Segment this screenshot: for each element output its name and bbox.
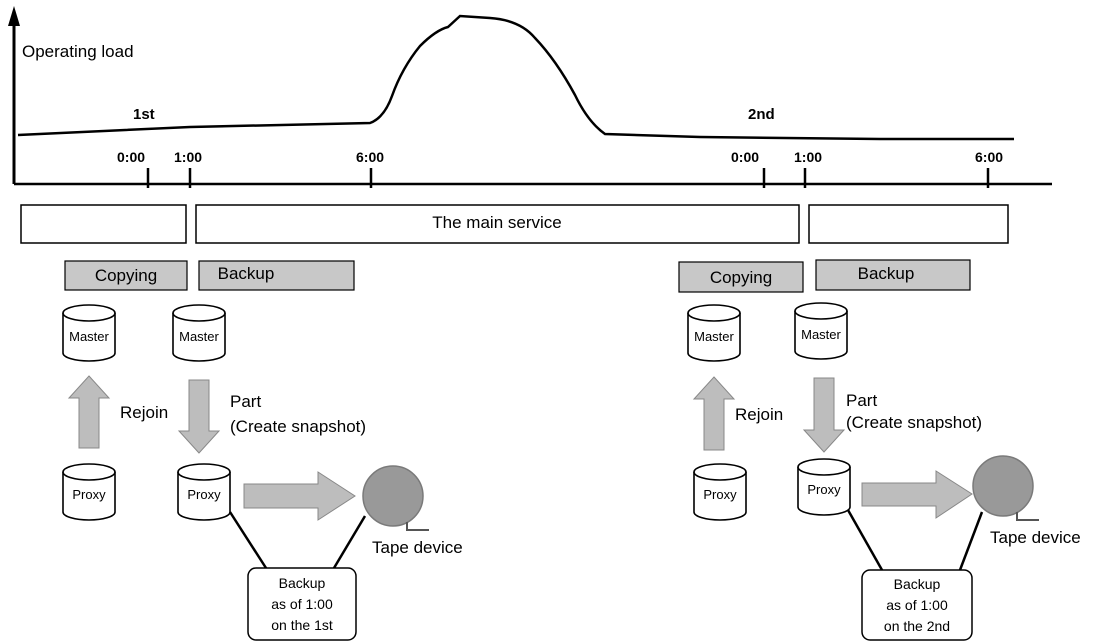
backup-note-1st bbox=[247, 567, 357, 641]
load-chart: Operating load 1st 2nd 0:00 1:00 6:00 0:… bbox=[8, 6, 1052, 188]
backup-box-1st bbox=[198, 260, 355, 291]
rejoin-arrow-icon bbox=[692, 376, 736, 451]
tick-label: 1:00 bbox=[174, 149, 202, 165]
tick-label: 0:00 bbox=[117, 149, 145, 165]
to-tape-arrow-icon bbox=[861, 470, 973, 519]
part-arrow-icon bbox=[177, 379, 221, 454]
second-run-section: Master Master Rejoin Part (Create snapsh… bbox=[687, 302, 1081, 641]
part-arrow-icon bbox=[802, 377, 846, 453]
phase-boxes: Copying Backup Copying Backup bbox=[64, 259, 971, 293]
copying-label-2nd: Copying bbox=[710, 268, 772, 287]
tick-label: 6:00 bbox=[356, 149, 384, 165]
part-label: Part bbox=[846, 391, 877, 410]
proxy-label: Proxy bbox=[187, 487, 221, 502]
connector-line bbox=[228, 511, 268, 569]
main-service-label: The main service bbox=[432, 213, 561, 232]
period-label-1st: 1st bbox=[133, 106, 155, 123]
rejoin-arrow-icon bbox=[67, 375, 111, 449]
period-label-2nd: 2nd bbox=[748, 106, 775, 123]
connector-line bbox=[958, 511, 984, 571]
snapshot-label: (Create snapshot) bbox=[230, 417, 366, 436]
proxy-label: Proxy bbox=[703, 487, 737, 502]
backup-note-line: as of 1:00 bbox=[271, 596, 333, 612]
snapshot-label: (Create snapshot) bbox=[846, 413, 982, 432]
tape-device-label: Tape device bbox=[990, 528, 1081, 547]
y-axis-label: Operating load bbox=[22, 42, 134, 61]
tick-label: 6:00 bbox=[975, 149, 1003, 165]
backup-box-2nd bbox=[815, 259, 971, 291]
service-bar: The main service bbox=[20, 204, 1009, 244]
proxy-label: Proxy bbox=[807, 482, 841, 497]
tape-device-icon bbox=[972, 455, 1040, 521]
y-axis-arrow-icon bbox=[8, 6, 20, 26]
service-box-main bbox=[195, 204, 800, 244]
tick-label: 0:00 bbox=[731, 149, 759, 165]
load-curve bbox=[17, 14, 1014, 141]
service-box-right bbox=[808, 204, 1009, 244]
service-box-left bbox=[20, 204, 187, 244]
proxy-label: Proxy bbox=[72, 487, 106, 502]
backup-label-2nd: Backup bbox=[858, 264, 915, 283]
master-label: Master bbox=[694, 329, 734, 344]
connector-line bbox=[332, 515, 367, 569]
rejoin-label: Rejoin bbox=[735, 405, 783, 424]
tick-label: 1:00 bbox=[794, 149, 822, 165]
tape-device-label: Tape device bbox=[372, 538, 463, 557]
copying-label-1st: Copying bbox=[95, 266, 157, 285]
backup-note-line: on the 1st bbox=[271, 617, 333, 633]
backup-note-line: Backup bbox=[279, 575, 326, 591]
backup-note-line: Backup bbox=[894, 576, 941, 592]
rejoin-label: Rejoin bbox=[120, 403, 168, 422]
backup-note-line: on the 2nd bbox=[884, 618, 950, 634]
master-label: Master bbox=[179, 329, 219, 344]
tape-device-icon bbox=[362, 465, 430, 531]
backup-note-line: as of 1:00 bbox=[886, 597, 948, 613]
first-run-section: Master Master Rejoin Part (Create snapsh… bbox=[62, 304, 463, 641]
to-tape-arrow-icon bbox=[243, 471, 356, 521]
copying-box-2nd bbox=[678, 261, 804, 293]
master-label: Master bbox=[69, 329, 109, 344]
backup-label-1st: Backup bbox=[218, 264, 275, 283]
copying-box-1st bbox=[64, 260, 188, 291]
connector-line bbox=[846, 509, 884, 571]
part-label: Part bbox=[230, 392, 261, 411]
master-label: Master bbox=[801, 327, 841, 342]
backup-note-2nd bbox=[861, 569, 973, 641]
